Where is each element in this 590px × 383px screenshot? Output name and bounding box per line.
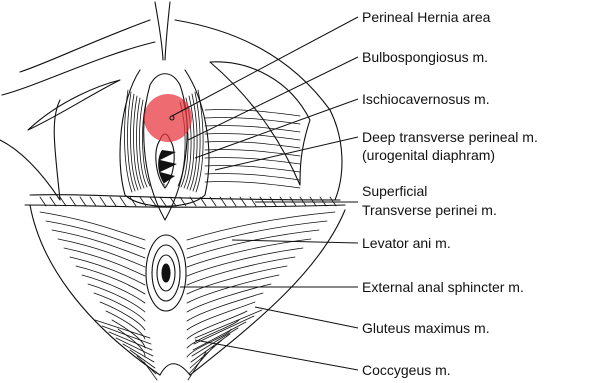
levator-ani-fibre (187, 212, 335, 240)
label-deep-transverse: Deep transverse perineal m. (362, 129, 538, 146)
perineal-hernia-highlight (144, 94, 192, 142)
deep-transverse-fibre (205, 125, 300, 132)
deep-transverse-fibre (205, 141, 300, 148)
levator-ani-fibre (187, 275, 279, 303)
transverse-band-fibre (110, 197, 116, 206)
deep-transverse-fibre (205, 117, 300, 124)
transverse-band-fibre (120, 197, 126, 206)
leader-perineal-hernia (172, 17, 358, 116)
transverse-band-fibre (160, 197, 166, 206)
transverse-band-fibre (60, 197, 66, 206)
deep-transverse-fibre (205, 157, 300, 164)
deep-transverse-fibre (205, 109, 300, 116)
label-external-anal-sphincter: External anal sphincter m. (362, 279, 524, 296)
transverse-band-fibre (70, 197, 76, 206)
leader-ischiocavernosus (195, 99, 358, 158)
midline-groove (155, 2, 170, 60)
transverse-band-fibre (80, 197, 86, 206)
label-gluteus-maximus: Gluteus maximus m. (362, 320, 490, 337)
transverse-band-fibre (100, 197, 106, 206)
levator-ani-fibre (187, 221, 327, 249)
label-transverse-perinei: Transverse perinei m. (362, 202, 497, 219)
deep-transverse-fibre (205, 173, 300, 180)
gluteus-fibre (188, 352, 206, 380)
label-perineal-hernia: Perineal Hernia area (362, 9, 490, 26)
levator-ani-fibre (40, 212, 145, 240)
transverse-band-fibre (240, 197, 246, 206)
label-deep-transverse-sub: (urogenital diaphram) (362, 147, 495, 164)
left-thigh-fold (28, 80, 120, 130)
right-body-outline (175, 20, 342, 200)
levator-ani-fibre (82, 275, 145, 303)
transverse-band-bottom (25, 205, 345, 207)
anal-opening (162, 264, 170, 282)
coccyx-tip (160, 364, 190, 375)
deep-transverse-fibre (205, 181, 300, 188)
label-bulbospongiosus: Bulbospongiosus m. (362, 49, 488, 66)
levator-ani-fibre (100, 302, 145, 330)
label-levator-ani: Levator ani m. (362, 235, 451, 252)
leader-lines (172, 17, 358, 370)
label-ischiocavernosus: Ischiocavernosus m. (362, 91, 490, 108)
leader-gluteus-maximus (255, 307, 358, 328)
transverse-band-fibre (230, 197, 236, 206)
leader-coccygeus (195, 340, 358, 370)
transverse-band-fibre (90, 197, 96, 206)
label-superficial: Superficial (362, 183, 427, 200)
levator-ani-fibre (88, 284, 145, 312)
levator-ani-fibre (94, 293, 145, 321)
transverse-band-top (30, 195, 340, 200)
transverse-band-fibre (50, 197, 56, 206)
leader-bulbospongiosus (188, 57, 358, 140)
leader-levator-ani (232, 240, 358, 243)
label-coccygeus: Coccygeus m. (362, 362, 451, 379)
coccygeus-fibre (130, 350, 155, 368)
left-thigh-outline (0, 100, 60, 200)
transverse-band-fibre (140, 197, 146, 206)
